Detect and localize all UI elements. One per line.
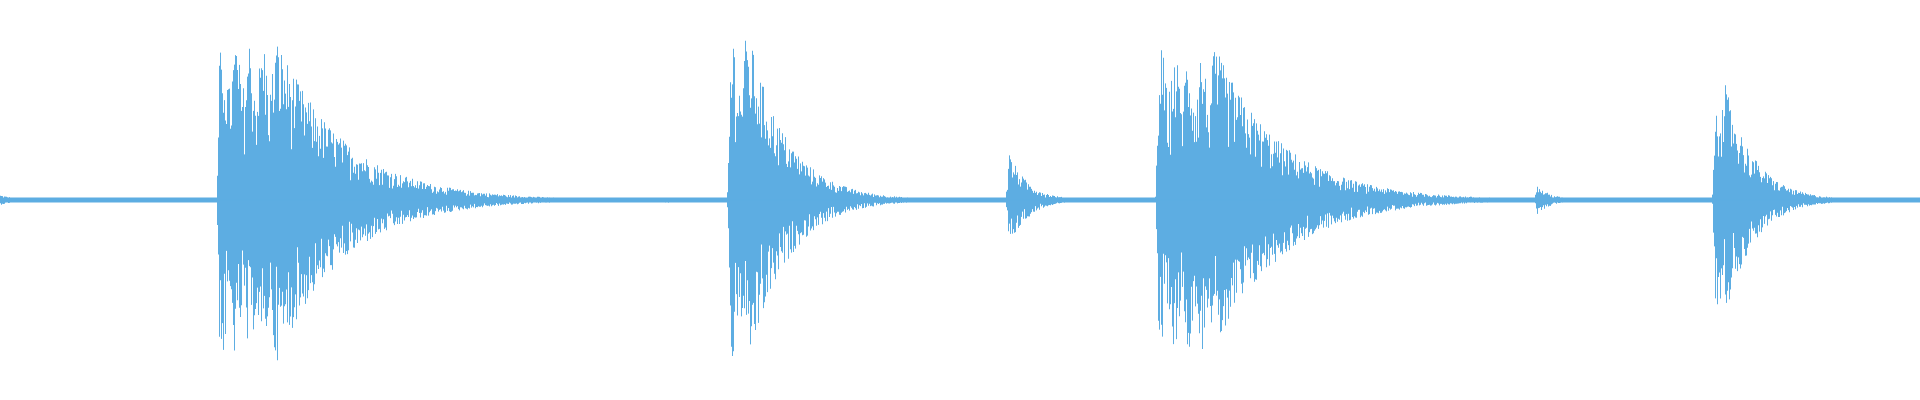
audio-waveform	[0, 40, 1920, 361]
